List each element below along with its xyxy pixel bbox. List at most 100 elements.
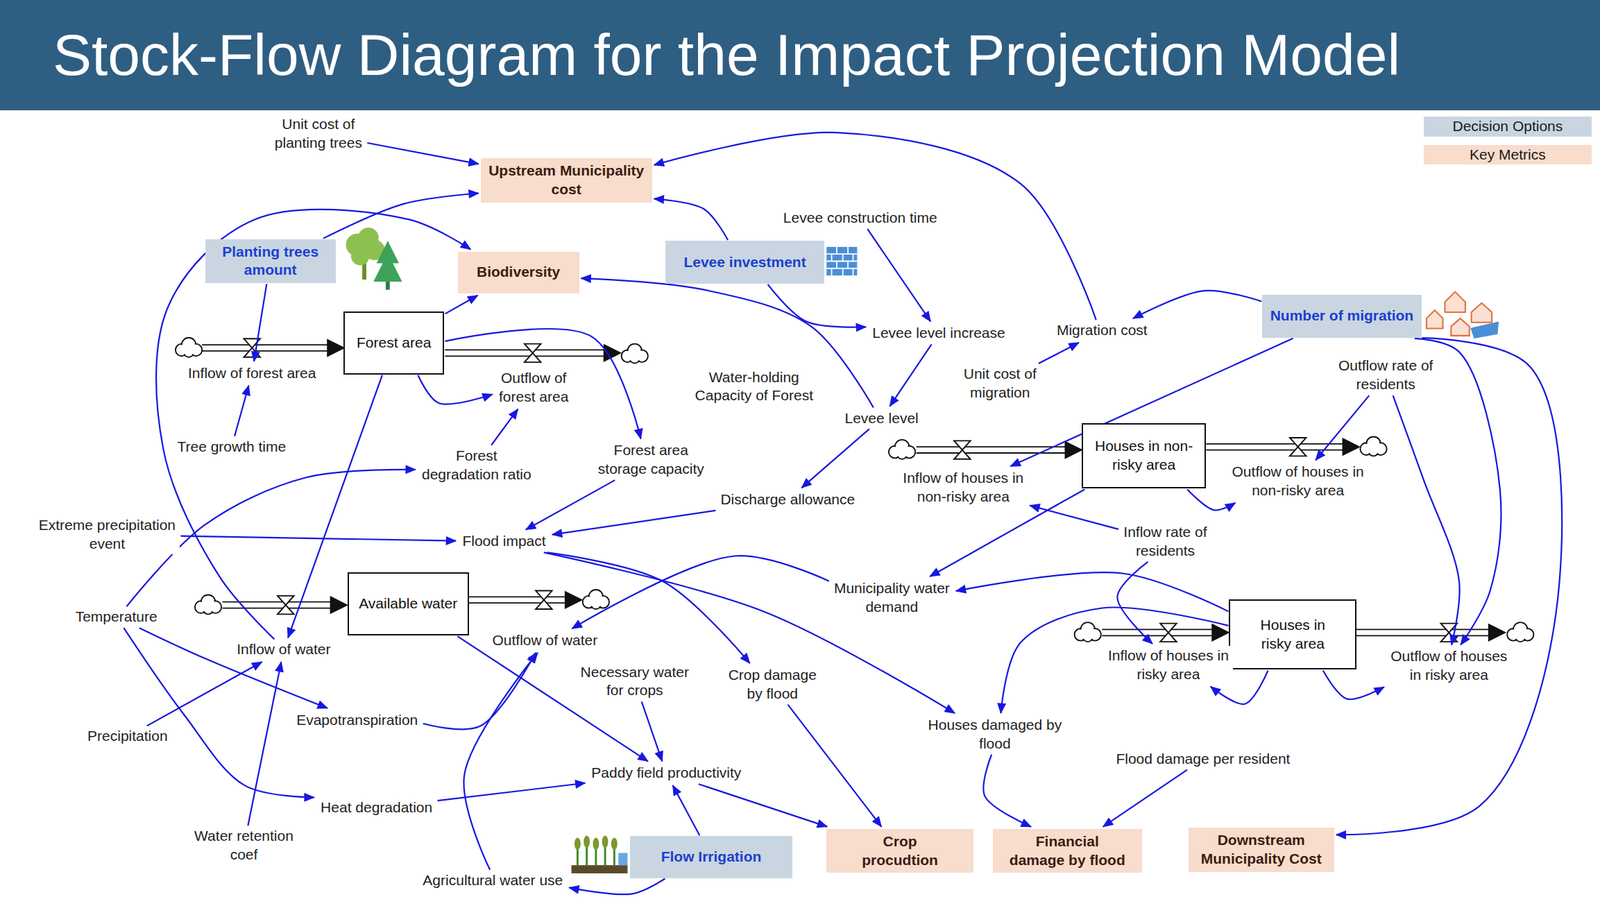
causal-link	[444, 295, 478, 315]
flow-pipes	[1212, 624, 1229, 642]
flow-valves	[524, 344, 542, 363]
variable-label: Crop damage by flood	[723, 665, 821, 705]
causal-link	[1336, 337, 1562, 835]
causal-link	[444, 328, 641, 439]
causal-link	[147, 661, 263, 726]
flow-pipes	[201, 344, 330, 346]
clouds	[1359, 436, 1387, 456]
decision-option-box: Planting trees amount	[205, 239, 336, 284]
decision-option-box: Flow Irrigation	[630, 836, 793, 878]
rice-icon	[592, 837, 599, 850]
node-text: Crop procudtion	[861, 832, 939, 871]
decision-option-box: Number of migration	[1262, 294, 1421, 338]
flow-pipes	[468, 602, 568, 604]
causal-link	[552, 510, 716, 535]
diagram-title: Stock-Flow Diagram for the Impact Projec…	[52, 21, 1401, 89]
flow-pipes	[916, 452, 1068, 454]
node-text: Flood impact	[461, 532, 547, 551]
node-text: Outflow rate of residents	[1337, 356, 1435, 395]
variable-label: Heat degradation	[316, 797, 438, 819]
legend-text: Decision Options	[1452, 117, 1564, 135]
node-text: Migration cost	[1056, 321, 1149, 340]
variable-label: Municipality water demand	[829, 578, 955, 618]
variable-label: Inflow of water	[232, 639, 336, 660]
node-text: Unit cost of planting trees	[273, 115, 363, 153]
variable-label: Flood impact	[457, 531, 551, 552]
legend-swatch: Decision Options	[1423, 116, 1593, 137]
variable-label: Unit cost of planting trees	[269, 114, 367, 154]
causal-link	[889, 344, 932, 406]
houses-icon	[1471, 322, 1499, 338]
flow-pipes	[1488, 624, 1506, 642]
brick-wall-icon	[852, 253, 855, 261]
variable-label: Evapotranspiration	[292, 710, 423, 731]
node-text: Planting trees amount	[221, 242, 320, 281]
causal-link	[787, 704, 882, 828]
flow-pipes	[330, 596, 347, 614]
stock-box: Houses in risky area	[1228, 599, 1357, 670]
causal-link	[571, 555, 829, 629]
causal-link	[543, 552, 955, 714]
rice-icon	[602, 836, 609, 849]
node-text: Water retention coef	[193, 827, 295, 865]
node-text: Levee construction time	[782, 208, 939, 228]
causal-link	[234, 385, 249, 437]
tree-icon	[346, 227, 403, 291]
node-text: Outflow of water	[491, 631, 599, 651]
node-text: Unit cost of migration	[962, 364, 1038, 403]
node-text: Inflow of forest area	[187, 364, 318, 384]
node-text: Water-holding Capacity of Forest	[693, 368, 814, 406]
causal-link	[768, 284, 866, 328]
node-text: Evapotranspiration	[295, 711, 420, 730]
causal-link	[1029, 505, 1119, 530]
key-metric-box: Biodiversity	[457, 251, 580, 294]
flow-pipes	[222, 607, 334, 610]
causal-link	[180, 536, 456, 542]
node-text: Forest area	[355, 333, 433, 353]
causal-link	[801, 428, 869, 488]
clouds	[582, 589, 610, 610]
node-text: Biodiversity	[475, 262, 562, 282]
node-text: Discharge allowance	[719, 490, 856, 510]
variable-label: Outflow rate of residents	[1334, 355, 1438, 395]
variable-label: Forest area storage capacity	[593, 440, 709, 480]
rice-icon	[583, 836, 590, 849]
brick-wall-icon	[852, 268, 855, 276]
node-text: Forest area storage capacity	[597, 441, 705, 479]
key-metric-box: Financial damage by flood	[992, 829, 1143, 874]
node-text: Downstream Municipality Cost	[1200, 831, 1323, 869]
decision-option-box: Levee investment	[665, 240, 825, 284]
causal-link	[568, 879, 665, 896]
node-text: Upstream Municipality cost	[487, 161, 646, 200]
variable-label: Tree growth time	[172, 437, 291, 458]
title-band: Stock-Flow Diagram for the Impact Projec…	[0, 0, 1600, 111]
variable-label: Water retention coef	[190, 826, 298, 866]
clouds	[888, 439, 916, 460]
brick-wall-icon	[842, 268, 844, 276]
flow-pipes	[1101, 634, 1215, 637]
node-text: Flow Irrigation	[660, 847, 763, 867]
node-text: Houses damaged by flood	[926, 716, 1063, 754]
rice-icon	[574, 836, 618, 851]
brick-wall-icon	[836, 247, 838, 254]
clouds	[175, 337, 1534, 642]
causal-link	[867, 228, 931, 322]
node-text: Levee investment	[682, 253, 807, 272]
flow-pipes	[1356, 634, 1492, 637]
variable-label: Inflow of forest area	[183, 363, 321, 384]
causal-link	[463, 652, 538, 871]
clouds	[1507, 622, 1534, 642]
causal-link	[247, 661, 282, 826]
brick-wall-icon	[836, 261, 838, 269]
node-text: Agricultural water use	[421, 871, 564, 891]
flow-pipes	[1342, 438, 1360, 456]
flow-valves	[1160, 623, 1177, 642]
brick-wall-icon	[842, 253, 844, 261]
variable-label: Outflow of houses in non-risky area	[1227, 462, 1369, 501]
causal-link	[698, 784, 828, 827]
variable-label: Extreme precipitation event	[33, 515, 180, 555]
causal-link	[956, 572, 1229, 612]
causal-link	[1103, 770, 1188, 828]
variable-label: Migration cost	[1052, 320, 1152, 341]
flow-pipes	[1205, 443, 1345, 445]
